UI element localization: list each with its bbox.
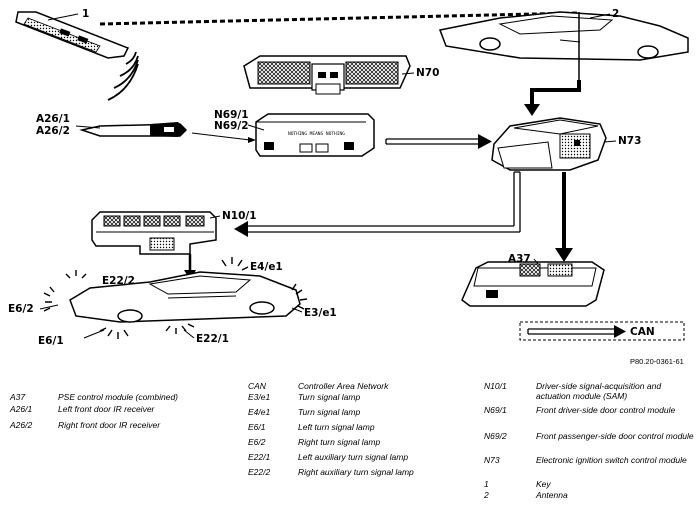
- ir-receiver-icon: [79, 122, 188, 137]
- legend-item: CAN Controller Area Network: [248, 381, 468, 392]
- legend-item: E6/2 Right turn signal lamp: [248, 437, 468, 452]
- arrow-n73-to-a37: [555, 172, 573, 262]
- legend-description: Electronic ignition switch control modul…: [536, 455, 687, 465]
- arrow-n73-to-n10: [234, 171, 521, 237]
- callout-a37: A37: [508, 253, 531, 265]
- legend-description: Front passenger-side door control module: [536, 431, 694, 441]
- legend-description: Turn signal lamp: [298, 392, 361, 402]
- legend-code: A26/2: [10, 420, 33, 430]
- legend-description: Left auxiliary turn signal lamp: [298, 452, 409, 462]
- pse-module-icon: [461, 261, 605, 307]
- callout-e22-2: E22/2: [102, 275, 135, 287]
- system-diagram: 1 2 N70 A26/1 A26/2: [8, 8, 689, 347]
- legend-code: CAN: [248, 381, 266, 391]
- legend-column-3: N10/1 Driver-side signal-acquisition and…: [484, 381, 694, 501]
- vehicle-turn-signals-icon: [69, 271, 301, 323]
- legend-description: Controller Area Network: [298, 381, 389, 391]
- legend-item: N69/1 Front driver-side door control mod…: [484, 405, 694, 431]
- callout-n10-1: N10/1: [222, 210, 257, 222]
- legend-code: E22/1: [248, 452, 271, 462]
- legend-code: N69/1: [484, 405, 507, 415]
- door-control-module-icon: NOTHING MEANS NOTHING: [255, 113, 375, 157]
- legend-description: Key: [536, 479, 551, 489]
- callout-n69-1: N69/1: [214, 109, 249, 121]
- legend-item: 2 Antenna: [484, 490, 694, 501]
- legend-item: E6/1 Left turn signal lamp: [248, 422, 468, 437]
- sam-module-icon: [91, 211, 217, 255]
- overhead-control-panel-icon: [243, 55, 411, 95]
- legend-description: PSE control module (combined): [58, 392, 179, 402]
- legend-item: N10/1 Driver-side signal-acquisition and…: [484, 381, 694, 405]
- callout-n73: N73: [618, 135, 641, 147]
- callout-e4-e1: E4/e1: [250, 261, 283, 273]
- legend-item: A37 PSE control module (combined): [10, 392, 240, 404]
- legend-item: E22/2 Right auxiliary turn signal lamp: [248, 467, 468, 478]
- callout-e6-2: E6/2: [8, 303, 34, 315]
- legend-code: E6/1: [248, 422, 266, 432]
- legend-item: E3/e1 Turn signal lamp: [248, 392, 468, 407]
- figure-reference-code: P80.20-0361-61: [630, 357, 684, 366]
- legend-code: A37: [10, 392, 26, 402]
- legend-description: Left front door IR receiver: [58, 404, 155, 414]
- can-label: CAN: [630, 326, 655, 338]
- legend-code: A26/1: [10, 404, 33, 414]
- can-legend-arrow: [519, 321, 685, 341]
- module-label-text: NOTHING MEANS NOTHING: [288, 131, 345, 137]
- legend-item: A26/2 Right front door IR receiver: [10, 420, 240, 432]
- vehicle-icon: [438, 11, 689, 61]
- legend-code: E3/e1: [248, 392, 271, 402]
- legend-item: N73 Electronic ignition switch control m…: [484, 455, 694, 479]
- light-rays-icon: [43, 257, 308, 339]
- legend-description: Right front door IR receiver: [58, 420, 161, 430]
- legend-column-2: CAN Controller Area Network E3/e1 Turn s…: [248, 381, 468, 478]
- legend-description: Right auxiliary turn signal lamp: [298, 467, 414, 477]
- legend-code: E22/2: [248, 467, 271, 477]
- callout-n70: N70: [416, 67, 439, 79]
- key-fob-icon: [15, 11, 130, 59]
- callout-e3-e1: E3/e1: [304, 307, 337, 319]
- legend-description: Right turn signal lamp: [298, 437, 381, 447]
- legend-item: A26/1 Left front door IR receiver: [10, 404, 240, 420]
- legend-code: E6/2: [248, 437, 266, 447]
- legend-description: Turn signal lamp: [298, 407, 361, 417]
- legend-code: E4/e1: [248, 407, 271, 417]
- callout-key: 1: [82, 8, 89, 20]
- legend-column-1: A37 PSE control module (combined) A26/1 …: [10, 392, 240, 432]
- callout-e22-1: E22/1: [196, 333, 229, 345]
- legend-code: N10/1: [484, 381, 507, 391]
- ignition-switch-module-icon: [491, 117, 607, 171]
- legend-item: N69/2 Front passenger-side door control …: [484, 431, 694, 455]
- legend-description: Left turn signal lamp: [298, 422, 375, 432]
- legend-description: Front driver-side door control module: [536, 405, 676, 415]
- signal-waves-icon: [107, 51, 139, 101]
- arrow-n69-to-n73: [385, 134, 492, 149]
- callout-e6-1: E6/1: [38, 335, 64, 347]
- legend-code: 1: [484, 479, 489, 489]
- callout-antenna: 2: [612, 8, 619, 20]
- callout-n69-2: N69/2: [214, 120, 249, 132]
- callout-a26-2: A26/2: [36, 125, 70, 137]
- legend-item: E4/e1 Turn signal lamp: [248, 407, 468, 422]
- legend-code: 2: [484, 490, 489, 500]
- legend-description: Driver-side signal-acquisition and actua…: [536, 381, 662, 401]
- legend-code: N73: [484, 455, 500, 465]
- callout-a26-1: A26/1: [36, 113, 70, 125]
- legend-item: 1 Key: [484, 479, 694, 490]
- legend-code: N69/2: [484, 431, 507, 441]
- legend-item: E22/1 Left auxiliary turn signal lamp: [248, 452, 468, 467]
- legend-description: Antenna: [536, 490, 568, 500]
